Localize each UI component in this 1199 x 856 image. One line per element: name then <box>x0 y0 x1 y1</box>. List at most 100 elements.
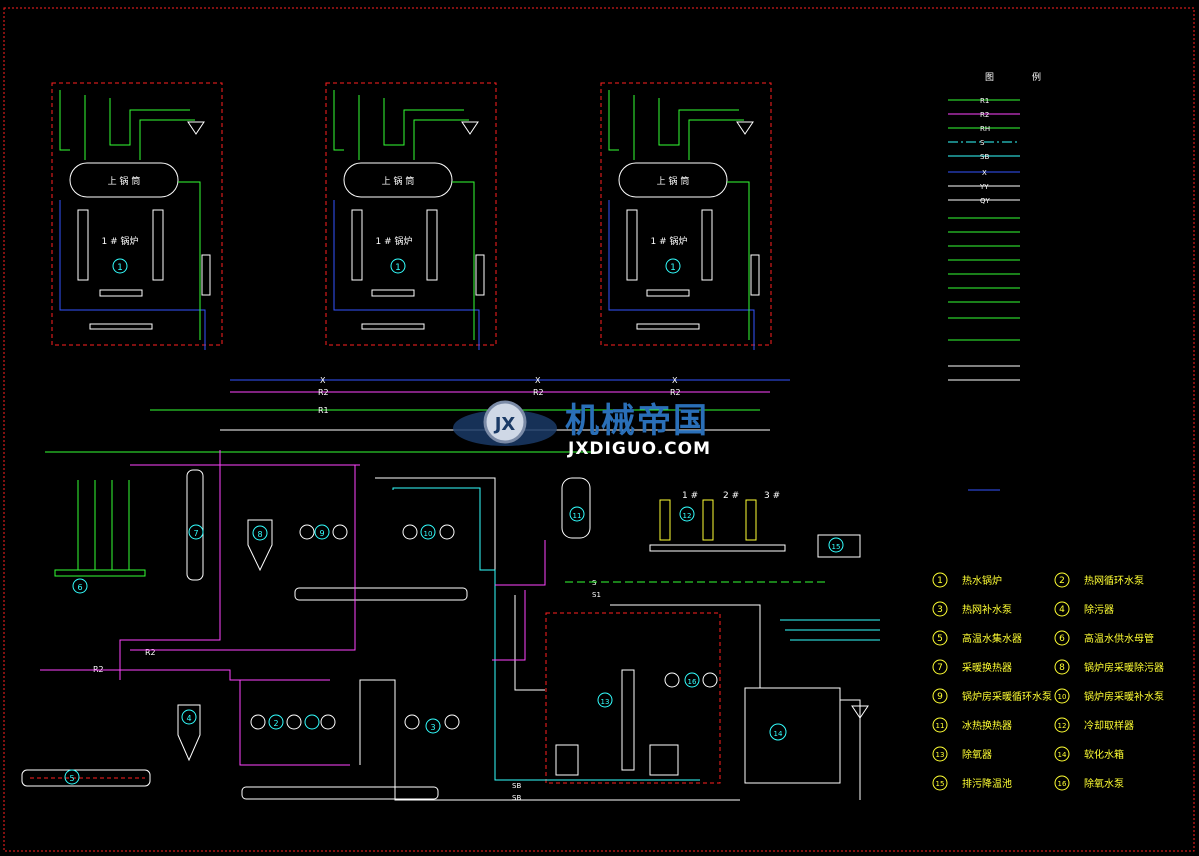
equipment-number-4: 4 <box>186 714 191 723</box>
pipe-label-sb: SB <box>512 794 521 802</box>
pipe-label-r2: R2 <box>670 388 681 397</box>
boiler-number: 1 <box>117 263 123 273</box>
legend-number: 9 <box>937 692 943 702</box>
legend-equipment-name: 排污降温池 <box>962 777 1012 790</box>
legend-number: 8 <box>1059 663 1065 673</box>
sampler-label-3: 3 # <box>764 491 780 501</box>
legend-number: 4 <box>1059 605 1065 615</box>
header-pipes: X R2 R1 X R2 X R2 R2 R2 S S1 SB SB <box>45 376 790 802</box>
boiler-2: 上 锅 筒 1 # 锅炉 1 <box>325 82 497 350</box>
legend-number: 7 <box>937 663 943 673</box>
legend-number: 15 <box>936 780 945 788</box>
pipe-label-r2: R2 <box>318 388 329 397</box>
equipment-number-15: 15 <box>832 543 841 551</box>
legend-number-circle <box>932 572 948 588</box>
equipment-number-7: 7 <box>193 529 198 538</box>
legend-number: 16 <box>1058 780 1067 788</box>
equipment-number-11: 11 <box>573 512 582 520</box>
legend-number-circle <box>1054 746 1070 762</box>
boiler-unit-label: 1 # 锅炉 <box>651 235 688 247</box>
pipe-label-r2: R2 <box>533 388 544 397</box>
equipment-number-12: 12 <box>683 512 692 520</box>
boiler-3: 上 锅 筒 1 # 锅炉 1 <box>600 82 772 350</box>
legend-number-circle <box>932 688 948 704</box>
equipment-number-3: 3 <box>430 723 435 732</box>
equipment-number-16: 16 <box>688 678 697 686</box>
legend-equipment-name: 除氧水泵 <box>1084 777 1124 790</box>
legend-code-s: S <box>980 139 985 147</box>
watermark-title: 机械帝国 <box>565 401 709 441</box>
legend-number-circle <box>932 775 948 791</box>
legend-number: 10 <box>1058 693 1067 701</box>
symbol-legend: 图 例 R1 R2 RH S SB X YY QY <box>948 71 1041 491</box>
legend-number: 1 <box>937 576 943 586</box>
boiler-number: 1 <box>395 263 401 273</box>
legend-equipment-name: 冰热换热器 <box>962 719 1012 732</box>
watermark-sub: JXDIGUO.COM <box>567 439 711 459</box>
legend-number-circle <box>932 601 948 617</box>
legend-equipment-name: 热水锅炉 <box>962 574 1002 587</box>
boiler-1: 上 锅 筒 1 # 锅炉 1 <box>51 82 223 350</box>
boiler-unit-label: 1 # 锅炉 <box>376 235 413 247</box>
pipe-label-x: X <box>535 376 541 385</box>
equipment-number-8: 8 <box>257 530 262 539</box>
boiler-drum-label: 上 锅 筒 <box>657 175 690 187</box>
pipe-label-x: X <box>320 376 326 385</box>
pipe-label-sb: SB <box>512 782 521 790</box>
legend-number-circle <box>932 659 948 675</box>
pipe-label-r1: R1 <box>318 406 329 415</box>
legend-number: 14 <box>1058 751 1067 759</box>
legend-header-1: 图 <box>985 72 994 83</box>
legend-number: 5 <box>937 634 943 644</box>
legend-number-circle <box>1054 601 1070 617</box>
watermark: JX 机械帝国 JXDIGUO.COM <box>453 400 711 459</box>
lower-equipment: 6 7 8 9 10 11 1 # 2 # 3 # 1 <box>21 450 880 801</box>
legend-number: 6 <box>1059 634 1065 644</box>
legend-number-circle <box>1054 717 1070 733</box>
boiler-number: 1 <box>670 263 676 273</box>
sampler-label-2: 2 # <box>723 491 739 501</box>
legend-equipment-name: 采暖换热器 <box>962 661 1012 674</box>
legend-equipment-name: 高温水集水器 <box>962 632 1022 645</box>
legend-number-circle <box>1054 688 1070 704</box>
legend-number: 2 <box>1059 576 1065 586</box>
legend-code-r1: R1 <box>980 97 989 105</box>
svg-text:JX: JX <box>493 414 516 435</box>
drawing-border <box>3 7 1195 852</box>
legend-code-yy: YY <box>979 183 989 191</box>
equipment-number-10: 10 <box>424 530 433 538</box>
legend-code-r2: R2 <box>980 111 989 119</box>
legend-equipment-name: 冷却取样器 <box>1084 719 1134 732</box>
legend-number-circle <box>932 717 948 733</box>
pipe-label-r2: R2 <box>145 648 156 657</box>
legend-code-sb: SB <box>980 153 989 161</box>
equipment-number-9: 9 <box>319 529 324 538</box>
legend-number: 11 <box>936 722 945 730</box>
legend-equipment-name: 热网补水泵 <box>962 603 1012 616</box>
legend-equipment-name: 热网循环水泵 <box>1084 574 1144 587</box>
gear-logo-icon <box>483 400 527 444</box>
equipment-number-14: 14 <box>774 730 783 738</box>
legend-equipment-name: 锅炉房采暖补水泵 <box>1084 690 1164 703</box>
legend-code-x: X <box>982 169 987 177</box>
equipment-number-6: 6 <box>77 583 82 592</box>
legend-number-circle <box>1054 659 1070 675</box>
legend-number-circle <box>932 746 948 762</box>
equipment-number-5: 5 <box>69 774 74 783</box>
legend-number-circle <box>1054 775 1070 791</box>
legend-code-qy: QY <box>980 197 991 205</box>
legend-equipment-name: 除污器 <box>1084 603 1114 616</box>
legend-number-circle <box>932 630 948 646</box>
legend-equipment-name: 锅炉房采暖除污器 <box>1084 661 1164 674</box>
sampler-label-1: 1 # <box>682 491 698 501</box>
pipe-label-s1: S1 <box>592 591 601 599</box>
legend-equipment-name: 软化水箱 <box>1084 748 1124 761</box>
legend-equipment-name: 高温水供水母管 <box>1084 632 1154 645</box>
boiler-drum-label: 上 锅 筒 <box>382 175 415 187</box>
legend-equipment-name: 除氧器 <box>962 748 992 761</box>
legend-number: 12 <box>1058 722 1067 730</box>
pipe-label-s: S <box>592 579 597 587</box>
legend-number-circle <box>1054 630 1070 646</box>
